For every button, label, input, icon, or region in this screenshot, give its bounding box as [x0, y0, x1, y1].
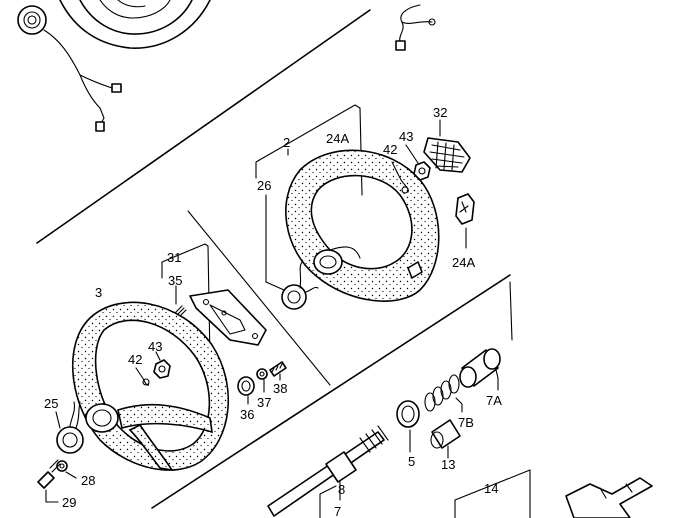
screw-38	[269, 361, 287, 381]
label-part-8: 8	[338, 482, 345, 497]
separator-lower	[151, 274, 511, 509]
label-part-25: 25	[44, 396, 58, 411]
label-part-38: 38	[273, 381, 287, 396]
label-part-13: 13	[441, 457, 455, 472]
label-part-7: 7	[334, 504, 341, 518]
label-part-26: 26	[257, 178, 271, 193]
label-part-43-lower: 43	[148, 339, 162, 354]
label-part-7a: 7A	[486, 393, 502, 408]
label-part-31: 31	[167, 250, 181, 265]
label-part-29: 29	[62, 495, 76, 510]
contact-ring-26	[265, 194, 319, 310]
label-part-3: 3	[95, 285, 102, 300]
top-right-wire	[395, 4, 436, 51]
top-wheel-assembly	[17, 0, 211, 132]
label-part-32: 32	[433, 105, 447, 120]
label-part-28: 28	[81, 473, 95, 488]
bearing-7a	[459, 348, 501, 391]
washer-42-upper	[391, 161, 409, 194]
label-part-7b: 7B	[458, 415, 474, 430]
label-part-37: 37	[257, 395, 271, 410]
label-part-42-upper: 42	[383, 142, 397, 157]
bracket-part-14	[454, 469, 531, 518]
horn-plate-31	[189, 289, 267, 346]
bracket-part-7	[319, 281, 513, 518]
bracket-part-31	[161, 243, 211, 361]
ring-5	[396, 400, 420, 453]
contact-ring-25	[55, 401, 84, 454]
sleeve-13	[430, 419, 461, 459]
spring-7b	[424, 374, 463, 413]
washer-37	[256, 368, 268, 393]
upper-wheel-hub	[313, 249, 343, 275]
emblem-24a	[455, 193, 475, 249]
washer-28	[56, 460, 77, 479]
label-part-5: 5	[408, 454, 415, 469]
label-part-35: 35	[168, 273, 182, 288]
label-part-24a-top: 24A	[326, 131, 349, 146]
column-switch	[565, 477, 653, 518]
lower-wheel-hub	[85, 403, 119, 433]
nut-43-upper	[405, 144, 431, 181]
label-part-2: 2	[283, 135, 290, 150]
bracket-part-2	[255, 104, 363, 196]
top-contact-ring	[17, 5, 47, 35]
washer-42-lower	[135, 367, 150, 386]
nut-43-lower	[153, 351, 171, 379]
label-part-24a-right: 24A	[452, 255, 475, 270]
upper-steering-wheel	[285, 149, 440, 302]
label-part-14: 14	[484, 481, 498, 496]
screw-29	[37, 459, 61, 503]
label-part-43-upper: 43	[399, 129, 413, 144]
separator-diagonal	[187, 210, 331, 386]
lower-steering-wheel	[72, 301, 230, 472]
label-part-42-lower: 42	[128, 352, 142, 367]
label-part-36: 36	[240, 407, 254, 422]
bushing-36	[237, 376, 255, 405]
steering-column	[267, 425, 389, 517]
separator-upper	[36, 9, 371, 244]
grille-32	[423, 119, 471, 173]
